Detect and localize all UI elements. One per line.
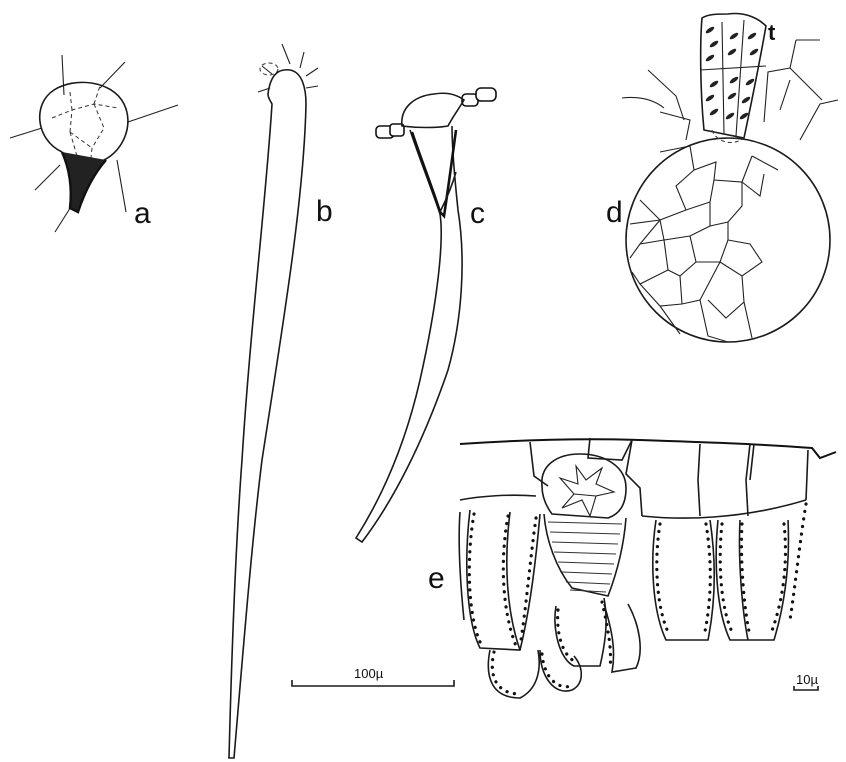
scale-bar-10: 10µ [794, 672, 818, 690]
scale-bar-10-label: 10µ [796, 672, 818, 687]
panel-label-c: c [470, 197, 485, 230]
panel-label-b: b [316, 195, 333, 228]
panel-label-d: d [606, 196, 623, 229]
panel-c-curved-trichome: c [356, 88, 496, 542]
panel-label-e: e [428, 562, 445, 595]
scale-bar-100: 100µ [292, 666, 454, 686]
panel-b-long-trichome: b [229, 44, 333, 758]
panel-e-leaf-section: e [428, 438, 836, 698]
panel-d-cellular-disc: t d [606, 14, 838, 343]
scale-bar-100-label: 100µ [354, 666, 384, 681]
label-t: t [768, 20, 776, 45]
panel-label-a: a [134, 197, 151, 230]
panel-a-glandular-head: a [10, 55, 178, 232]
